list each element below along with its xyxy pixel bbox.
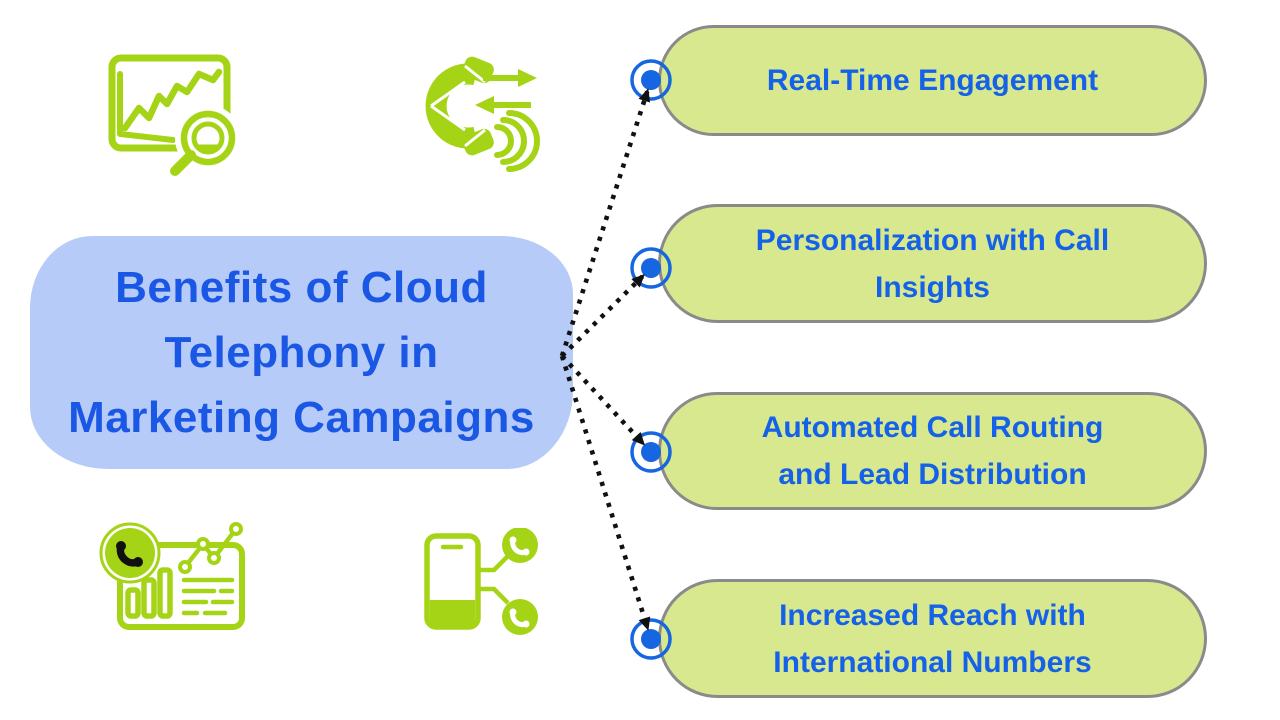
text-lines bbox=[181, 577, 235, 616]
mobile-multi-call-icon bbox=[424, 528, 538, 635]
benefit-pill-routing: Automated Call Routing and Lead Distribu… bbox=[658, 392, 1207, 510]
call-analytics-report-icon bbox=[99, 522, 245, 630]
handset bbox=[425, 56, 494, 156]
benefit-label-line: Increased Reach with bbox=[779, 598, 1086, 632]
benefit-label-line: Personalization with Call bbox=[755, 223, 1110, 257]
benefit-pill-personalization: Personalization with Call Insights bbox=[658, 204, 1207, 323]
chart-axis bbox=[117, 71, 176, 143]
call-bubble-top bbox=[502, 528, 538, 563]
sound-waves bbox=[494, 110, 540, 172]
dotted-connector-lines bbox=[559, 88, 651, 631]
call-bubble-bottom bbox=[502, 599, 538, 635]
benefit-label: Real-Time Engagement bbox=[767, 57, 1098, 104]
benefit-pill-real-time: Real-Time Engagement bbox=[658, 25, 1207, 136]
analytics-magnifier-icon bbox=[108, 54, 241, 180]
benefit-label-line: International Numbers bbox=[773, 645, 1092, 679]
connector-lines bbox=[478, 554, 510, 605]
page-title: Benefits of Cloud Telephony in Marketing… bbox=[68, 255, 535, 450]
trend-line bbox=[121, 68, 223, 132]
title-line-1: Benefits of Cloud bbox=[115, 263, 488, 312]
transfer-arrows bbox=[475, 69, 537, 114]
benefit-label-line: Real-Time Engagement bbox=[766, 64, 1099, 97]
benefit-label-line: Automated Call Routing bbox=[761, 411, 1104, 444]
benefit-pill-international: Increased Reach with International Numbe… bbox=[658, 579, 1207, 698]
bar-chart bbox=[125, 567, 173, 619]
chart-frame bbox=[108, 54, 231, 152]
call-transfer-icon bbox=[425, 56, 540, 172]
title-line-3: Marketing Campaigns bbox=[68, 393, 535, 442]
smartphone bbox=[424, 533, 481, 630]
benefit-label-line: and Lead Distribution bbox=[778, 458, 1087, 491]
benefit-label-line: Insights bbox=[874, 270, 990, 304]
trend-dots bbox=[178, 522, 243, 574]
title-blob: Benefits of Cloud Telephony in Marketing… bbox=[30, 236, 573, 469]
phone-badge bbox=[99, 522, 161, 584]
benefit-label: Increased Reach with International Numbe… bbox=[773, 592, 1091, 686]
connector-nodes bbox=[630, 59, 672, 660]
benefit-label: Automated Call Routing and Lead Distribu… bbox=[762, 404, 1104, 498]
title-line-2: Telephony in bbox=[164, 328, 439, 377]
benefit-label: Personalization with Call Insights bbox=[756, 217, 1109, 311]
magnifier bbox=[166, 105, 241, 180]
